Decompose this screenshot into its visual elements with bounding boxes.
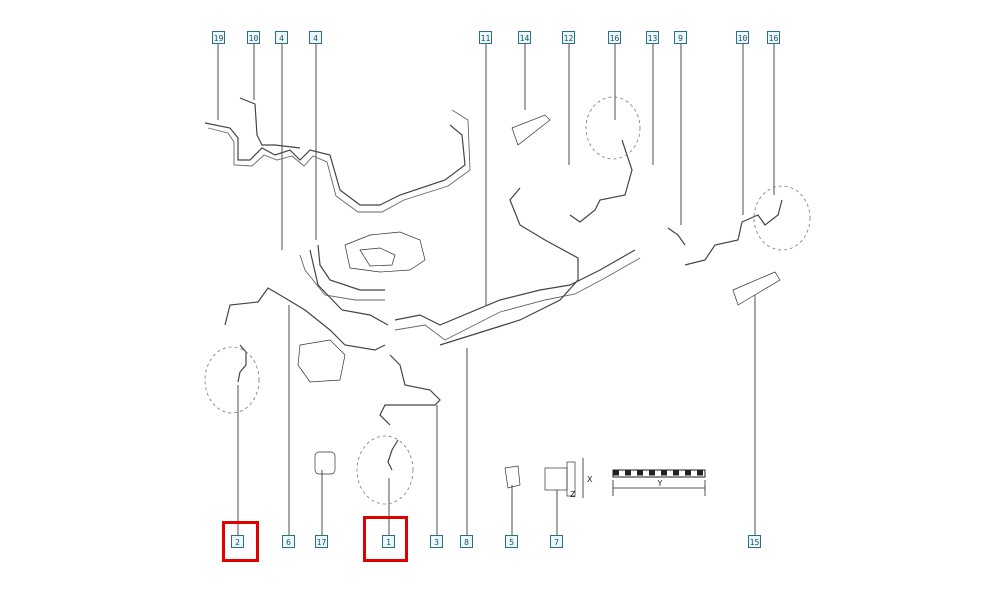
callout-16-b[interactable]: 16: [767, 31, 780, 44]
dimension-ruler: Y X Z: [570, 458, 706, 499]
brake-pipes: [204, 97, 783, 471]
highlight-box-callout-1: [363, 516, 408, 562]
callout-12[interactable]: 12: [562, 31, 575, 44]
callout-10[interactable]: 10: [247, 31, 260, 44]
callout-2[interactable]: 2: [231, 535, 244, 548]
callout-7[interactable]: 7: [550, 535, 563, 548]
callout-4-b[interactable]: 4: [309, 31, 322, 44]
callout-6[interactable]: 6: [282, 535, 295, 548]
dimension-x-label: X: [587, 475, 593, 484]
callout-16[interactable]: 16: [608, 31, 621, 44]
leader-lines: [217, 44, 775, 535]
dimension-y-label: Y: [657, 479, 663, 488]
callout-15[interactable]: 15: [748, 535, 761, 548]
callout-8[interactable]: 8: [460, 535, 473, 548]
dimension-z-label: Z: [570, 490, 576, 499]
hardware-parts: [314, 114, 781, 497]
callout-13[interactable]: 13: [646, 31, 659, 44]
caliper-outlines: [204, 96, 811, 505]
callout-1[interactable]: 1: [382, 535, 395, 548]
callout-10-b[interactable]: 10: [736, 31, 749, 44]
callout-4[interactable]: 4: [275, 31, 288, 44]
callout-14[interactable]: 14: [518, 31, 531, 44]
highlight-box-callout-2: [222, 521, 259, 562]
callout-11[interactable]: 11: [479, 31, 492, 44]
callout-5[interactable]: 5: [505, 535, 518, 548]
callout-9[interactable]: 9: [674, 31, 687, 44]
master-cylinder-sketch: [297, 231, 426, 383]
callout-3[interactable]: 3: [430, 535, 443, 548]
callout-17[interactable]: 17: [315, 535, 328, 548]
callout-19[interactable]: 19: [212, 31, 225, 44]
